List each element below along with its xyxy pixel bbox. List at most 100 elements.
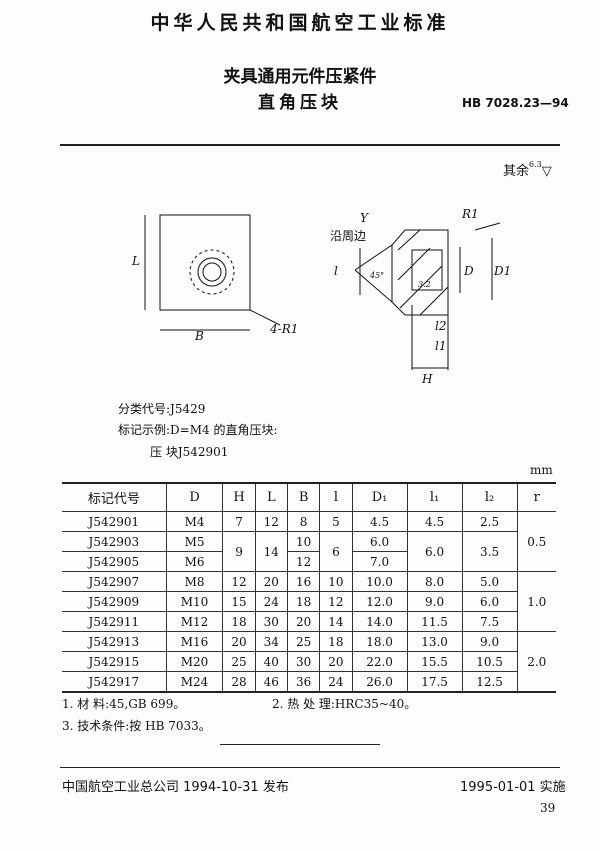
table-cell: 30 (286, 651, 321, 672)
table-cell: 1.0 (516, 571, 556, 632)
table-cell: J542915 (62, 651, 167, 672)
issuer: 中国航空工业总公司 1994-10-31 发布 (62, 780, 289, 795)
column-header: B (286, 482, 321, 512)
table-cell: 25 (222, 651, 256, 672)
unit-label: mm (530, 463, 553, 477)
label-rough: 3.2 (418, 280, 431, 289)
table-cell: 9.0 (461, 631, 518, 652)
table-cell: 40 (254, 651, 288, 672)
table-cell: 7 (222, 511, 256, 532)
table-cell: 12 (319, 591, 353, 612)
table-cell: M8 (165, 571, 224, 592)
table-cell: 12 (222, 571, 256, 592)
standard-number: HB 7028.23—94 (462, 96, 569, 110)
effective-date: 1995-01-01 实施 (460, 780, 566, 795)
table-cell: 20 (254, 571, 288, 592)
label-corner: 4-R1 (269, 322, 298, 336)
column-header: 标记代号 (62, 482, 167, 512)
table-cell: 18 (222, 611, 256, 632)
table-cell: 6.0 (351, 531, 408, 552)
footer-rule (60, 767, 560, 768)
roughness-note: 其余6.3▽ (503, 160, 552, 179)
table-cell: J542917 (62, 671, 167, 693)
roughness-value: 6.3 (529, 160, 542, 169)
table-cell: 12.0 (351, 591, 408, 612)
table-cell: 4.5 (351, 511, 408, 532)
table-cell: 2.0 (516, 631, 556, 693)
column-header: l₂ (461, 482, 518, 512)
section-view (354, 222, 501, 370)
label-l1: l1 (435, 339, 446, 353)
front-view (144, 214, 281, 331)
technical-drawing: L B 4-R1 Y 沿周边 R1 l D D1 l2 l1 H 3.2 45° (131, 207, 511, 386)
label-l2: l2 (435, 319, 446, 333)
note-heat-treatment: 2. 热 处 理:HRC35~40。 (272, 697, 417, 711)
table-cell: 26.0 (351, 671, 408, 693)
table-cell: 3.5 (461, 531, 518, 572)
table-cell: 8 (286, 511, 321, 532)
end-rule (220, 744, 380, 745)
table-cell: 20 (286, 611, 321, 632)
label-L: L (131, 254, 140, 268)
note-material: 1. 材 料:45,GB 699。 (62, 697, 186, 711)
table-cell: J542913 (62, 631, 167, 652)
table-cell: 6.0 (406, 531, 463, 572)
table-cell: J542901 (62, 511, 167, 532)
table-cell: M24 (165, 671, 224, 693)
column-header: L (254, 482, 288, 512)
table-cell: M5 (165, 531, 224, 552)
table-cell: 17.5 (406, 671, 463, 693)
table-cell: 13.0 (406, 631, 463, 652)
label-R1: R1 (461, 207, 479, 221)
table-cell: J542911 (62, 611, 167, 632)
marking-example-mark: 压 块J542901 (150, 445, 229, 459)
label-D1: D1 (493, 264, 511, 278)
table-cell: 20 (222, 631, 256, 652)
table-cell: 12 (286, 551, 321, 572)
label-H: H (421, 372, 433, 386)
table-cell: 15.5 (406, 651, 463, 672)
table-cell: M10 (165, 591, 224, 612)
table-cell: 16 (286, 571, 321, 592)
label-l: l (334, 264, 338, 278)
table-cell: 6 (319, 531, 353, 572)
table-cell: 15 (222, 591, 256, 612)
table-cell: 46 (254, 671, 288, 693)
page-number: 39 (540, 801, 556, 815)
table-cell: J542905 (62, 551, 167, 572)
table-cell: 25 (286, 631, 321, 652)
table-cell: 22.0 (351, 651, 408, 672)
column-header: D (165, 482, 224, 512)
table-cell: 12 (254, 511, 288, 532)
table-cell: 28 (222, 671, 256, 693)
table-cell: J542903 (62, 531, 167, 552)
label-edge: 沿周边 (330, 229, 366, 243)
table-cell: 14 (254, 531, 288, 572)
table-cell: M20 (165, 651, 224, 672)
marking-example: 标记示例:D=M4 的直角压块: (118, 423, 278, 437)
table-cell: M6 (165, 551, 224, 572)
table-cell: 30 (254, 611, 288, 632)
table-cell: 18 (286, 591, 321, 612)
note-technical-conditions: 3. 技术条件:按 HB 7033。 (62, 719, 211, 733)
standard-body: 中华人民共和国航空工业标准 (150, 12, 450, 34)
column-header: H (222, 482, 256, 512)
table-cell: 6.0 (461, 591, 518, 612)
label-B: B (194, 329, 204, 343)
table-cell: 7.5 (461, 611, 518, 632)
table-cell: 5.0 (461, 571, 518, 592)
table-cell: 24 (319, 671, 353, 693)
label-D: D (463, 264, 474, 278)
table-cell: 10 (319, 571, 353, 592)
table-cell: 34 (254, 631, 288, 652)
table-cell: 0.5 (516, 511, 556, 572)
